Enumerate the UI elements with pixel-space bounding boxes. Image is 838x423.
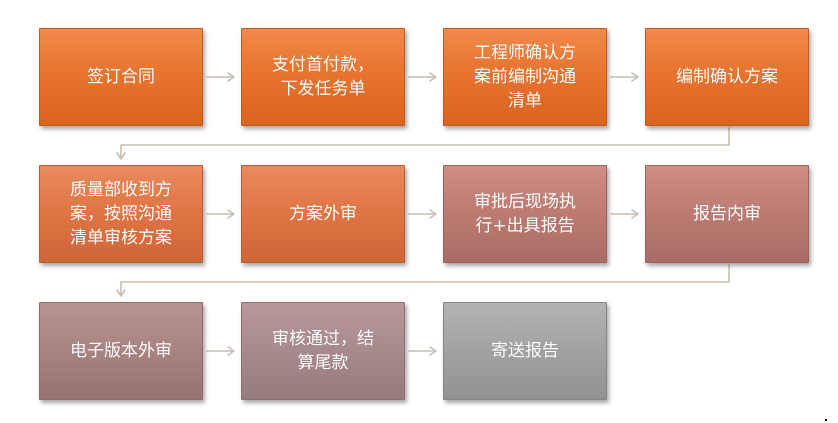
arrow-s8-s9 (116, 264, 730, 297)
step-electronic-review: 电子版本外审 (39, 302, 203, 400)
arrow-s2-s3 (408, 72, 437, 82)
step-send-report: 寄送报告 (443, 302, 607, 400)
arrow-s9-s10 (206, 346, 235, 356)
step-communication-list: 工程师确认方 案前编制沟通 清单 (443, 28, 607, 126)
step-label: 审核通过，结 算尾款 (272, 329, 374, 373)
arrow-s10-s11 (408, 346, 437, 356)
step-label: 质量部收到方 案，按照沟通 清单审核方案 (70, 180, 172, 248)
step-label: 方案外审 (289, 204, 357, 224)
arrow-s3-s4 (610, 72, 639, 82)
step-label: 工程师确认方 案前编制沟通 清单 (474, 43, 576, 111)
step-internal-review: 报告内审 (645, 165, 809, 263)
arrow-s6-s7 (408, 209, 437, 219)
stray-dot (825, 419, 827, 421)
step-label: 报告内审 (693, 204, 761, 224)
step-label: 寄送报告 (491, 341, 559, 361)
step-sign-contract: 签订合同 (39, 28, 203, 126)
arrow-s7-s8 (610, 209, 639, 219)
step-final-payment: 审核通过，结 算尾款 (241, 302, 405, 400)
arrow-s1-s2 (206, 72, 235, 82)
step-down-payment: 支付首付款， 下发任务单 (241, 28, 405, 126)
step-onsite-execution: 审批后现场执 行+出具报告 (443, 165, 607, 263)
step-prepare-plan: 编制确认方案 (645, 28, 809, 126)
step-external-review: 方案外审 (241, 165, 405, 263)
step-label: 审批后现场执 行+出具报告 (474, 192, 576, 236)
step-label: 电子版本外审 (70, 341, 172, 361)
arrow-s5-s6 (206, 209, 235, 219)
step-label: 支付首付款， 下发任务单 (272, 55, 374, 99)
arrow-s4-s5 (116, 127, 730, 160)
step-quality-review: 质量部收到方 案，按照沟通 清单审核方案 (39, 165, 203, 263)
step-label: 编制确认方案 (676, 67, 778, 87)
step-label: 签订合同 (87, 67, 155, 87)
